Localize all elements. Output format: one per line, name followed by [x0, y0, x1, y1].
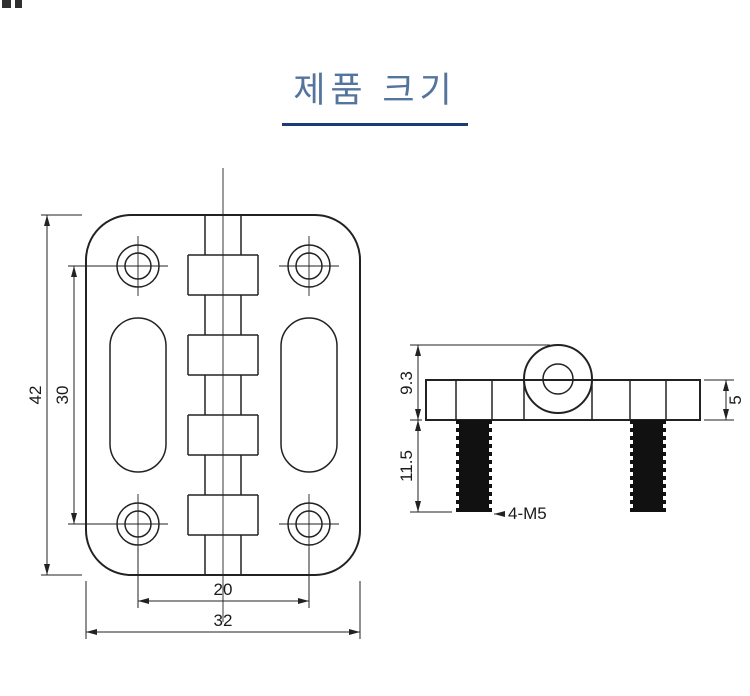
- dim-plate-thickness-label: 5: [726, 395, 745, 404]
- hole-centerlines: [108, 236, 339, 554]
- stud-through-lines: [455, 380, 667, 420]
- threaded-stud-right: [630, 420, 666, 512]
- dim-overall-height-label: 42: [26, 386, 45, 405]
- mounting-hole-top-right: [287, 244, 331, 288]
- slot-right: [280, 317, 338, 473]
- dim-plate-thickness: 5: [704, 379, 745, 421]
- mounting-hole-bottom-right: [287, 502, 331, 546]
- dim-overall-width: 32: [85, 581, 361, 639]
- knuckle-inner-lines: [204, 215, 242, 575]
- dim-overall-height: 42: [26, 214, 82, 576]
- dim-stud-length-label: 11.5: [397, 450, 416, 482]
- title-section: 제품 크기: [0, 62, 750, 126]
- plate-outline: [425, 379, 701, 421]
- dim-knuckle-height: 9.3: [397, 344, 550, 421]
- knuckle-leaf-lines: [523, 379, 593, 420]
- dim-stud-length: 11.5: [397, 420, 452, 513]
- knuckle-division-lines: [188, 254, 258, 536]
- dim-hole-spacing-vertical-label: 30: [53, 386, 72, 405]
- threaded-stud-left: [456, 420, 492, 512]
- dim-hole-spacing-vertical: 30: [53, 265, 118, 525]
- knuckle-pin-hole: [542, 363, 574, 395]
- title-underline: [282, 123, 468, 126]
- page-title: 제품 크기: [293, 71, 457, 110]
- dim-hole-spacing-horizontal: 20: [137, 548, 310, 608]
- knuckle-outer-lines: [187, 255, 259, 535]
- dim-knuckle-height-label: 9.3: [397, 371, 416, 395]
- front-view: 42 30 20 32: [26, 168, 361, 639]
- slot-left: [109, 317, 167, 473]
- thread-callout: 4-M5: [494, 504, 547, 523]
- screen-corner-artifact: [2, 0, 22, 8]
- dim-overall-width-label: 32: [214, 611, 233, 630]
- dim-hole-spacing-horizontal-label: 20: [214, 580, 233, 599]
- hinge-outline: [85, 214, 361, 576]
- thread-callout-label: 4-M5: [508, 504, 547, 523]
- side-view: 9.3 11.5 5 4-M5: [397, 344, 745, 523]
